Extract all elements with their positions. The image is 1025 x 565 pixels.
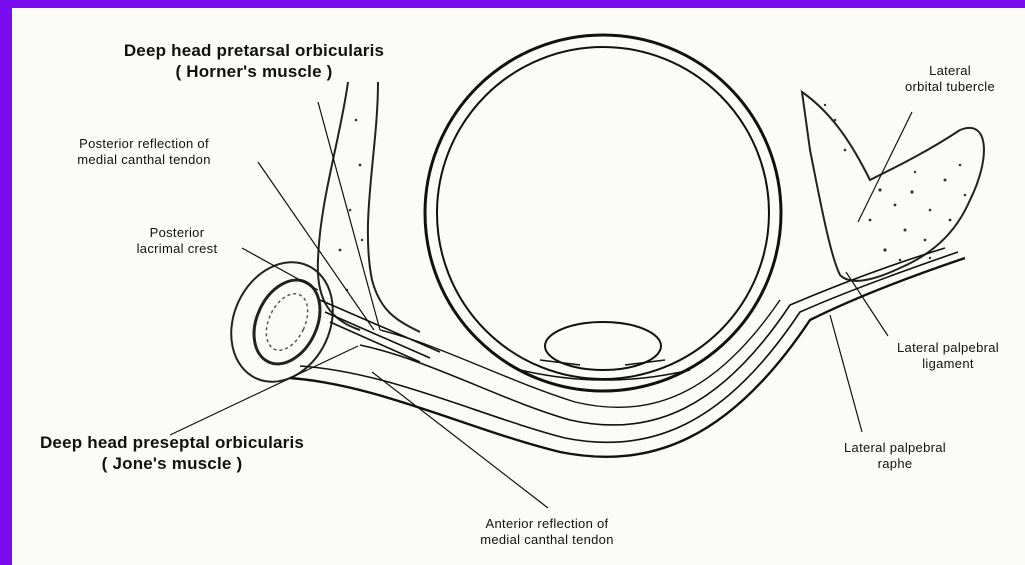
label-lateral-tubercle-line2: orbital tubercle [880,79,1020,95]
medial-orbital-wall [318,82,360,330]
label-horner-line1: Deep head pretarsal orbicularis [94,40,414,61]
label-horner-muscle: Deep head pretarsal orbicularis ( Horner… [94,40,414,83]
label-jones-muscle: Deep head preseptal orbicularis ( Jone's… [22,432,322,475]
globe-inner [437,47,769,379]
label-posterior-reflection-line2: medial canthal tendon [34,152,254,168]
label-lateral-ligament-line2: ligament [874,356,1022,372]
label-anterior-reflection-line2: medial canthal tendon [432,532,662,548]
eyelid-layer-3 [360,248,945,425]
label-posterior-reflection: Posterior reflection of medial canthal t… [34,136,254,169]
label-lateral-palpebral-raphe: Lateral palpebral raphe [820,440,970,473]
label-posterior-crest-line1: Posterior [102,225,252,241]
label-posterior-crest-line2: lacrimal crest [102,241,252,257]
label-lateral-palpebral-ligament: Lateral palpebral ligament [874,340,1022,373]
label-posterior-reflection-line1: Posterior reflection of [34,136,254,152]
diagram-panel: Deep head pretarsal orbicularis ( Horner… [12,8,1025,565]
label-lateral-raphe-line1: Lateral palpebral [820,440,970,456]
label-anterior-reflection-line1: Anterior reflection of [432,516,662,532]
label-anterior-reflection: Anterior reflection of medial canthal te… [432,516,662,549]
eyelid-layer-1 [290,258,965,457]
label-lateral-ligament-line1: Lateral palpebral [874,340,1022,356]
eyelid-layer-4 [380,300,780,407]
eyelid-anatomy-illustration [12,8,1025,565]
label-lateral-tubercle-line1: Lateral [880,63,1020,79]
medial-wall-stipple [339,119,364,292]
globe-outer [425,35,781,391]
medial-tendon-bundle [320,300,440,362]
label-posterior-lacrimal-crest: Posterior lacrimal crest [102,225,252,258]
label-horner-line2: ( Horner's muscle ) [94,61,414,82]
label-lateral-raphe-line2: raphe [820,456,970,472]
label-jones-line1: Deep head preseptal orbicularis [22,432,322,453]
label-lateral-orbital-tubercle: Lateral orbital tubercle [880,63,1020,96]
label-jones-line2: ( Jone's muscle ) [22,453,322,474]
